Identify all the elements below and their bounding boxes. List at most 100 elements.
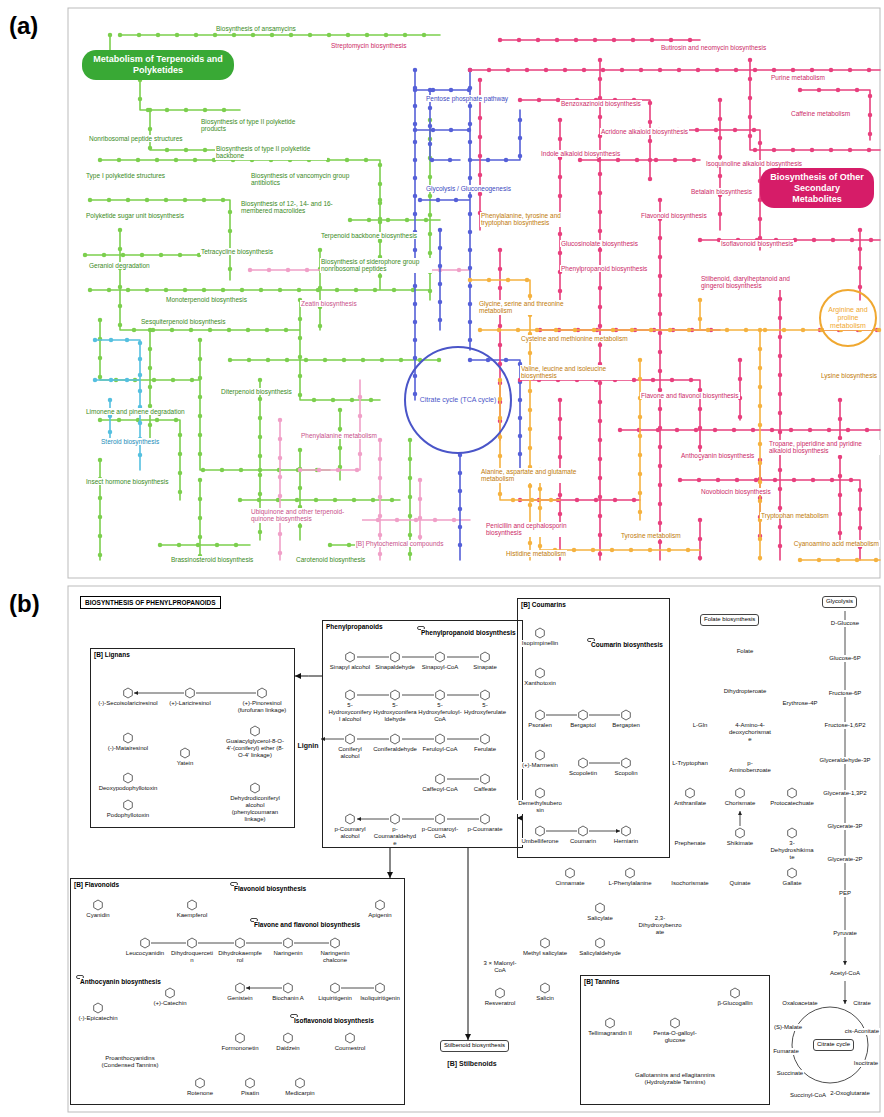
compound-label: Naringenin chalcone <box>312 950 358 964</box>
structure <box>686 788 695 798</box>
category-pill: Biosynthesis of Other Secondary Metaboli… <box>760 168 874 208</box>
compound-label: Glycerate-1,3P2 <box>822 790 867 797</box>
structure <box>346 690 355 700</box>
compound-label: Pyruvate <box>832 930 858 937</box>
compound-label: Liquiritigenin <box>317 995 353 1002</box>
pathway-label: Phenylalanine, tyrosine and tryptophan b… <box>480 212 592 227</box>
structure <box>788 788 797 798</box>
compound-label: Psoralen <box>527 722 553 729</box>
pathway-label: Betalain biosynthesis <box>690 188 753 195</box>
structure <box>124 773 133 783</box>
structure <box>481 774 490 784</box>
pathway-label: Flavonoid biosynthesis <box>640 212 708 219</box>
pathway-label: Diterpenoid biosynthesis <box>220 388 293 395</box>
region-box: [B] FlavonoidsFlavonoid biosynthesisFlav… <box>70 878 405 1105</box>
node-text: BIOSYNTHESIS OF PHENYLPROPANOIDS <box>85 599 216 606</box>
pathway-box: Citrate cycle <box>813 1039 854 1051</box>
circle-shape <box>820 290 876 346</box>
reaction-arrows <box>321 739 344 740</box>
pathway-label: [B] Phytochemical compounds <box>355 540 444 547</box>
reaction-arrows <box>151 943 374 988</box>
structure <box>124 733 133 743</box>
compound-label: Prephenate <box>673 840 706 847</box>
compound-label: Caffeoyl-CoA <box>421 786 459 793</box>
pathway-label: Valine, leucine and isoleucine biosynthe… <box>520 365 632 380</box>
structure <box>622 826 631 836</box>
compound-label: 5-Hydroxyconiferyl alcohol <box>327 702 373 723</box>
structure <box>391 734 400 744</box>
structure <box>579 710 588 720</box>
structure <box>579 826 588 836</box>
compound-label: Coumarin <box>569 838 597 845</box>
connector <box>468 848 469 1040</box>
structure <box>622 710 631 720</box>
compound-label: Ferulate <box>473 746 497 753</box>
pathway-label: Lysine biosynthesis <box>820 372 878 379</box>
compound-label: Anthranilate <box>673 800 707 807</box>
pathway-box: Isoflavonoid biosynthesis <box>290 1014 298 1018</box>
compound-label: Glyceraldehyde-3P <box>818 757 871 764</box>
connector <box>390 848 391 878</box>
pathway-label: Benzoxazinoid biosynthesis <box>560 100 642 107</box>
structure <box>346 734 355 744</box>
structure <box>94 1003 103 1013</box>
compound-label: Coniferyl alcohol <box>327 746 373 760</box>
structure <box>541 938 550 948</box>
compound-label: 3 × Malonyl-CoA <box>477 960 523 974</box>
structure <box>436 734 445 744</box>
structure <box>236 938 245 948</box>
pathway-label: Anthocyanin biosynthesis <box>680 452 755 459</box>
compound-label: Salicylate <box>586 915 614 922</box>
compound-label: Succinyl-CoA <box>789 1092 827 1099</box>
pathway-label: Phenylpropanoid biosynthesis <box>560 265 648 272</box>
compound-label: Coumestrol <box>334 1045 367 1052</box>
compound-label: p-Coumaroyl-CoA <box>417 826 463 840</box>
structure <box>731 988 740 998</box>
compound-label: Yatein <box>176 760 195 767</box>
pathway-label: Butirosin and neomycin biosynthesis <box>660 44 767 51</box>
structure <box>258 688 267 698</box>
compound-label: Daidzein <box>275 1045 300 1052</box>
compound-label: 2,3-Dihydroxybenzoate <box>637 915 683 936</box>
pathway-label: Glycine, serine and threonine metabolism <box>478 300 590 315</box>
structure <box>284 938 293 948</box>
structure <box>284 983 293 993</box>
pathway-label: Sesquiterpenoid biosynthesis <box>140 318 227 325</box>
compound-label: (-)-Secoisolariciresinol <box>97 700 158 707</box>
pathway-dots <box>95 340 140 470</box>
structure <box>436 690 445 700</box>
compound-label: Succinate <box>776 1070 804 1077</box>
node-text: Folate biosynthesis <box>704 616 755 622</box>
compound-label: Fructose-1,6P2 <box>823 722 866 729</box>
compound-label: Biochanin A <box>271 995 305 1002</box>
node-text: Glycolysis <box>826 598 853 604</box>
region-box: PhenylpropanoidsPhenylpropanoid biosynth… <box>322 620 523 848</box>
node-text: [B] Lignans <box>94 651 130 658</box>
compound-label: Coniferaldehyde <box>372 746 418 753</box>
compound-label: 2-Oxoglutarate <box>829 1090 871 1097</box>
map-title-box: BIOSYNTHESIS OF PHENYLPROPANOIDS <box>80 596 221 609</box>
compound-label: Methyl salicylate <box>522 950 568 957</box>
compound-label: Isoliquiritigenin <box>359 995 401 1002</box>
reaction-arrows <box>845 611 846 965</box>
compound-label: Isocitrate <box>853 1060 879 1067</box>
pathway-label: Cyanoamino acid metabolism <box>793 540 880 547</box>
circle-shape <box>405 347 511 453</box>
compound-label: Glucose-6P <box>828 655 861 662</box>
pathway-label: Biosynthesis of type II polyketide backb… <box>215 145 327 160</box>
connector <box>295 676 322 677</box>
pathway-label: Isoquinoline alkaloid biosynthesis <box>705 160 803 167</box>
compound-label: Resveratrol <box>484 1000 517 1007</box>
node-text: Isoflavonoid biosynthesis <box>294 1017 374 1025</box>
pathway-lines <box>470 280 880 560</box>
compound-label: Bergaptol <box>569 722 597 729</box>
compound-label: cis-Aconitate <box>844 1028 880 1035</box>
category-pill: Metabolism of Terpenoids and Polyketides <box>82 50 234 80</box>
structure <box>536 628 545 638</box>
structure <box>622 758 631 768</box>
pathway-label: Type I polyketide structures <box>85 172 166 179</box>
structure <box>188 938 197 948</box>
pathway-label: Cysteine and methionine metabolism <box>520 335 629 342</box>
structure <box>541 983 550 993</box>
